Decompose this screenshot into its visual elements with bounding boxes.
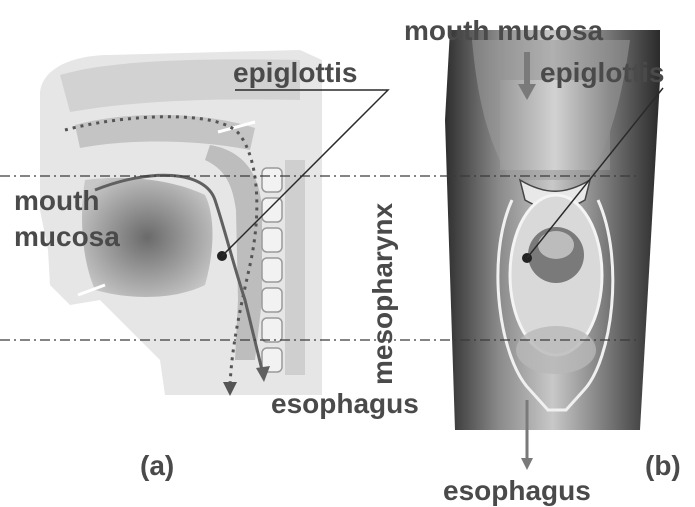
label-mouth: mouth <box>14 185 100 216</box>
label-esophagus-b: esophagus <box>443 475 591 506</box>
panel-b-illustration <box>445 30 660 470</box>
label-mouth-mucosa: mouth mucosa <box>404 15 604 46</box>
label-mesopharynx: mesopharynx <box>367 203 398 385</box>
caption-a: (a) <box>140 450 174 481</box>
label-epiglottis-a: epiglottis <box>233 57 357 88</box>
caption-b: (b) <box>645 450 681 481</box>
label-epiglottis-b: epiglottis <box>540 57 664 88</box>
spinal-canal <box>285 160 305 375</box>
label-esophagus-a: esophagus <box>271 388 419 419</box>
label-mucosa: mucosa <box>14 221 120 252</box>
